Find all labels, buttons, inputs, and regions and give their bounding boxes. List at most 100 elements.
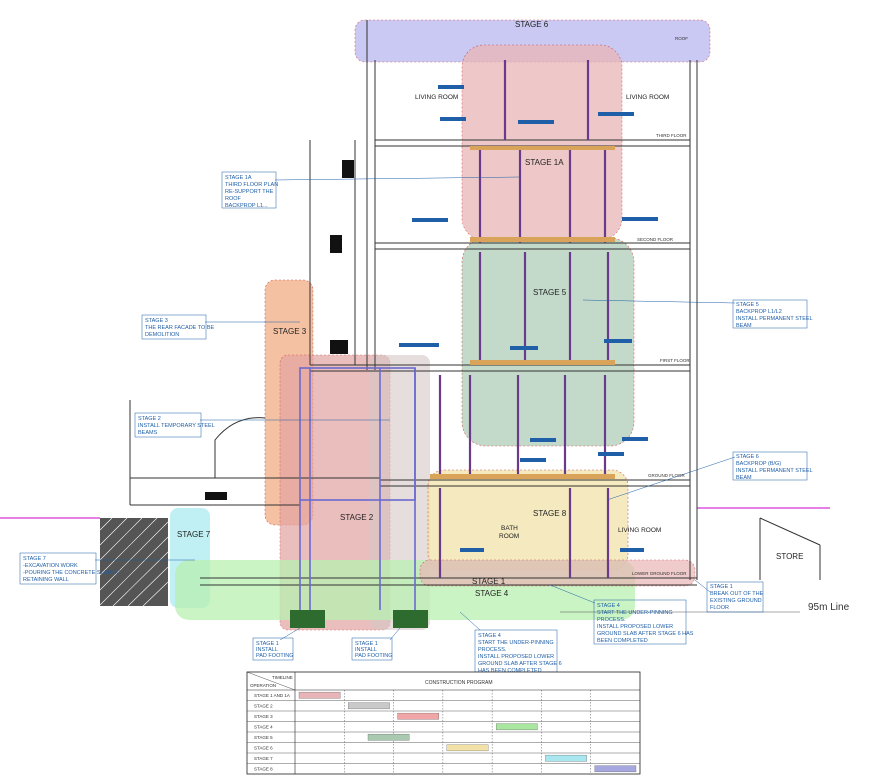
- stage1a-label: STAGE 1A: [525, 158, 564, 167]
- level-ground: GROUND FLOOR: [648, 473, 686, 478]
- room-store: STORE: [776, 552, 803, 561]
- stage1a-zone: [461, 44, 623, 241]
- program-bar: [446, 744, 489, 752]
- program-row-label: STAGE 2: [254, 704, 273, 709]
- svg-text:BEAMS: BEAMS: [138, 430, 158, 436]
- svg-text:STAGE 3: STAGE 3: [145, 318, 168, 324]
- note-stage3: STAGE 3 THE REAR FACADE TO BE DEMOLITION: [141, 314, 215, 340]
- level-first: FIRST FLOOR: [660, 358, 690, 363]
- svg-text:STAGE 1: STAGE 1: [710, 584, 733, 590]
- leader-lines: [95, 176, 736, 641]
- svg-text:BACKPROP (B/G): BACKPROP (B/G): [736, 461, 781, 467]
- level-roof: ROOF: [675, 36, 688, 41]
- svg-text:THE REAR FACADE TO BE: THE REAR FACADE TO BE: [145, 325, 215, 331]
- program-bar: [545, 754, 587, 762]
- svg-text:INSTALL PROPOSED LOWER: INSTALL PROPOSED LOWER: [478, 654, 554, 660]
- facade-windows: [205, 160, 354, 500]
- level-second: SECOND FLOOR: [637, 237, 674, 242]
- svg-text:FLOOR: FLOOR: [710, 605, 729, 611]
- program-bar: [594, 765, 637, 773]
- svg-text:BEAM: BEAM: [736, 475, 752, 481]
- svg-text:PAD FOOTING: PAD FOOTING: [355, 653, 392, 659]
- program-bar: [367, 733, 410, 741]
- svg-text:ROOF: ROOF: [225, 196, 242, 202]
- program-rows: STAGE 1 AND 1A STAGE 2 STAGE 3 STAGE 4 STAGE…: [247, 690, 640, 774]
- svg-text:STAGE 7: STAGE 7: [23, 556, 46, 562]
- stage2-label: STAGE 2: [340, 513, 374, 522]
- svg-text:BACKPROP L1...: BACKPROP L1...: [225, 203, 268, 209]
- svg-text:BEAM: BEAM: [736, 323, 752, 329]
- program-bar: [397, 712, 440, 720]
- beam-plates: [430, 146, 615, 479]
- svg-text:STAGE 4: STAGE 4: [478, 633, 501, 639]
- svg-text:INSTALL PERMANENT STEEL: INSTALL PERMANENT STEEL: [736, 468, 813, 474]
- temporary-frame: [299, 367, 416, 610]
- note-stage1-center: STAGE 1 INSTALL PAD FOOTING: [351, 637, 392, 661]
- svg-text:STAGE 2: STAGE 2: [138, 416, 161, 422]
- level-lower: LOWER GROUND FLOOR: [632, 571, 687, 576]
- svg-text:-EXCAVATION WORK: -EXCAVATION WORK: [23, 563, 78, 569]
- svg-text:START THE UNDER-PINNING: START THE UNDER-PINNING: [597, 610, 673, 616]
- program-row-label: STAGE 8: [254, 767, 273, 772]
- svg-text:INSTALL: INSTALL: [256, 647, 278, 653]
- svg-text:STAGE 4: STAGE 4: [597, 603, 620, 609]
- retaining-wall-hatch: [99, 517, 169, 607]
- level-95m: 95m Line: [808, 602, 850, 613]
- level-third: THIRD FLOOR: [656, 133, 687, 138]
- svg-text:RE-SUPPORT THE: RE-SUPPORT THE: [225, 189, 274, 195]
- program-row-label: STAGE 1 AND 1A: [254, 693, 290, 698]
- stage5-label: STAGE 5: [533, 288, 567, 297]
- program-row-label: STAGE 7: [254, 756, 273, 761]
- svg-text:BEEN COMPLETED: BEEN COMPLETED: [597, 638, 648, 644]
- rear-arch: [214, 417, 266, 478]
- program-corner-bottom: OPERATION: [250, 683, 276, 688]
- svg-text:GROUND SLAB AFTER STAGE 6: GROUND SLAB AFTER STAGE 6: [478, 661, 562, 667]
- svg-text:DEMOLITION: DEMOLITION: [145, 332, 179, 338]
- note-stage1-left: STAGE 1 INSTALL PAD FOOTING: [252, 637, 293, 661]
- note-stage4-right: STAGE 4 START THE UNDER-PINNING PROCESS.…: [593, 599, 694, 645]
- note-stage6-right: STAGE 6 BACKPROP (B/G) INSTALL PERMANENT…: [732, 451, 813, 481]
- svg-text:BREAK OUT OF THE: BREAK OUT OF THE: [710, 591, 764, 597]
- stage4-label: STAGE 4: [475, 589, 509, 598]
- program-row-label: STAGE 6: [254, 746, 273, 751]
- stage6-zone: [354, 19, 711, 63]
- svg-text:STAGE 5: STAGE 5: [736, 302, 759, 308]
- svg-text:INSTALL: INSTALL: [355, 647, 377, 653]
- room-living-right: LIVING ROOM: [626, 94, 669, 101]
- program-row-label: STAGE 5: [254, 735, 273, 740]
- svg-text:RETAINING WALL: RETAINING WALL: [23, 577, 69, 583]
- svg-text:GROUND SLAB AFTER STAGE 6 HAS: GROUND SLAB AFTER STAGE 6 HAS: [597, 631, 694, 637]
- note-stage7: STAGE 7 -EXCAVATION WORK -POURING THE CO…: [19, 552, 120, 585]
- room-living-ground: LIVING ROOM: [618, 527, 661, 534]
- svg-text:BACKPROP L1/L2: BACKPROP L1/L2: [736, 309, 782, 315]
- svg-text:START THE UNDER-PINNING: START THE UNDER-PINNING: [478, 640, 554, 646]
- svg-text:STAGE 1A: STAGE 1A: [225, 175, 252, 181]
- stage7-label: STAGE 7: [177, 530, 211, 539]
- construction-program-table: TIMELINE OPERATION CONSTRUCTION PROGRAM …: [246, 671, 641, 775]
- room-living-left: LIVING ROOM: [415, 94, 458, 101]
- beam-markers: [399, 85, 658, 552]
- program-title: CONSTRUCTION PROGRAM: [425, 680, 493, 686]
- note-stage1a: STAGE 1A THIRD FLOOR PLAN RE-SUPPORT THE…: [221, 171, 278, 209]
- svg-text:INSTALL PERMANENT STEEL: INSTALL PERMANENT STEEL: [736, 316, 813, 322]
- stage6-label: STAGE 6: [515, 20, 549, 29]
- svg-text:EXISTING GROUND: EXISTING GROUND: [710, 598, 762, 604]
- program-bar: [348, 702, 390, 710]
- program-bar: [298, 691, 341, 699]
- svg-text:THIRD FLOOR PLAN: THIRD FLOOR PLAN: [225, 182, 278, 188]
- svg-text:STAGE 1: STAGE 1: [256, 641, 279, 647]
- program-row-label: STAGE 4: [254, 725, 273, 730]
- svg-text:INSTALL PROPOSED LOWER: INSTALL PROPOSED LOWER: [597, 624, 673, 630]
- steel-props: [438, 60, 610, 578]
- program-row-label: STAGE 3: [254, 714, 273, 719]
- svg-text:HAS BEEN COMPLETED: HAS BEEN COMPLETED: [478, 668, 542, 674]
- stage8-zone: [427, 469, 629, 571]
- stage3-label: STAGE 3: [273, 327, 307, 336]
- svg-text:STAGE 1: STAGE 1: [355, 641, 378, 647]
- note-stage2: STAGE 2 INSTALL TEMPORARY STEEL BEAMS: [134, 412, 215, 438]
- pad-footings: [290, 610, 428, 628]
- svg-text:PAD FOOTING: PAD FOOTING: [256, 653, 293, 659]
- stage1-zone: [419, 559, 696, 587]
- room-bath-2: ROOM: [499, 533, 519, 540]
